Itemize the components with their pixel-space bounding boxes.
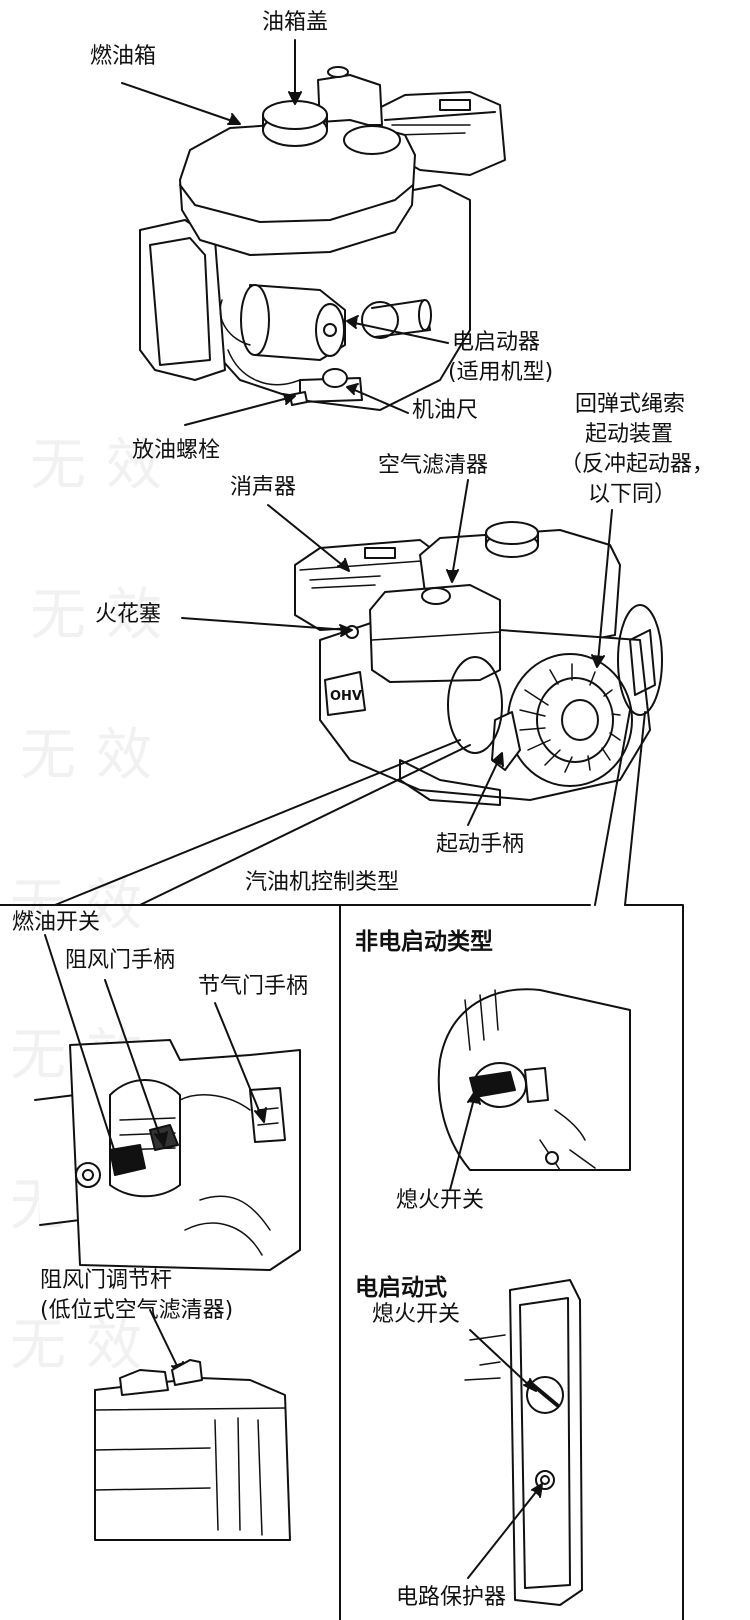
label-fuel-tank: 燃油箱 [90, 44, 157, 69]
controls-section-title: 汽油机控制类型 [245, 870, 400, 895]
label-air-cleaner: 空气滤清器 [378, 453, 489, 478]
electric-leader-lines [467, 1329, 543, 1579]
label-recoil-starter: 回弹式绳索 [575, 392, 686, 417]
label-recoil-starter-note: （反冲起动器， [560, 452, 715, 477]
top-leader-lines [121, 39, 449, 426]
middle-engine-illustration: OHV [294, 521, 663, 806]
label-recoil-starter-note: 以下同） [588, 482, 677, 507]
non-electric-switch-illustration [437, 988, 631, 1171]
label-fuel-valve: 燃油开关 [12, 910, 101, 935]
label-muffler: 消声器 [230, 475, 297, 500]
top-engine-illustration [139, 66, 506, 411]
label-choke-lever: 阻风门手柄 [65, 948, 176, 973]
watermark: 无效 [20, 723, 172, 788]
electric-switch-illustration [464, 1279, 583, 1606]
control-panels-frame [0, 904, 684, 1620]
low-air-cleaner-illustration [94, 1359, 291, 1541]
svg-text:OHV: OHV [330, 689, 362, 704]
watermark: 无效 [30, 583, 182, 648]
label-throttle-lever: 节气门手柄 [198, 974, 309, 999]
label-engine-switch: 熄火开关 [396, 1188, 485, 1213]
label-electric-starter: 电启动器 [452, 330, 541, 355]
label-engine-switch-electric: 熄火开关 [372, 1302, 461, 1327]
label-choke-rod-note: (低位式空气滤清器) [40, 1298, 234, 1323]
middle-leader-lines [54, 479, 646, 906]
label-electric-starter-note: (适用机型) [448, 360, 554, 385]
non-electric-leader-lines [449, 1089, 481, 1191]
label-drain-bolt: 放油螺栓 [132, 438, 221, 463]
electric-start-title: 电启动式 [355, 1275, 447, 1301]
label-spark-plug: 火花塞 [95, 602, 162, 627]
carburetor-controls-illustration [34, 1039, 301, 1271]
non-electric-title: 非电启动类型 [355, 929, 493, 955]
label-circuit-protector: 电路保护器 [396, 1585, 507, 1610]
label-fuel-cap: 油箱盖 [262, 10, 329, 35]
label-recoil-starter: 起动装置 [585, 422, 674, 447]
label-starter-grip: 起动手柄 [436, 832, 525, 857]
watermark: 无效 [10, 1313, 162, 1378]
label-choke-rod: 阻风门调节杆 [40, 1268, 173, 1293]
watermark: 无效 [30, 433, 182, 498]
label-dipstick: 机油尺 [412, 398, 479, 423]
